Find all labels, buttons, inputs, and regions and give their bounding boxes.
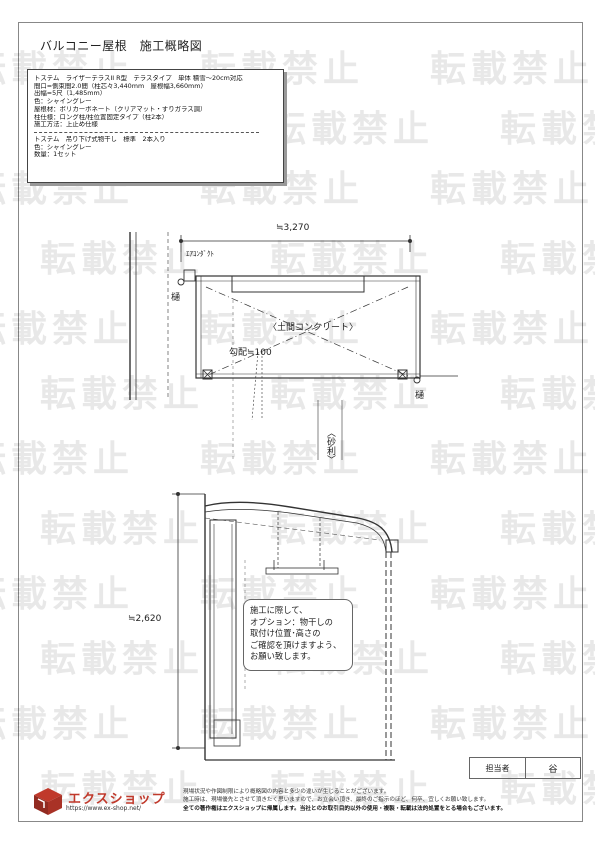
gutter-left-mark [177,278,185,286]
option-line: 数量：1セット [34,151,77,159]
spec-line: 出幅=5尺（1,485mm） [34,90,107,98]
spec-line: トステム ライザーテラスII R型 テラスタイプ 単体 積雪～20cm対応 [34,75,243,82]
note-line: ご確認を頂けますよう、 [250,639,342,650]
aircon-duct-box [183,269,196,282]
option-line: 色：シャイングレー [34,143,92,151]
company-logo: エクスショップ https://www.ex-shop.net/ [32,786,168,816]
signature-value: 谷 [548,764,558,775]
note-line: 施工に際して、 [250,605,308,615]
spec-line: 屋根材：ポリカーボネート（クリアマット・すりガラス調） [34,105,207,113]
page-title: バルコニー屋根 施工概略図 [40,39,203,53]
page-frame [18,22,583,822]
logo-url: https://www.ex-shop.net/ [66,805,142,812]
column-right [397,369,408,380]
slope-label: 勾配≒100 [229,348,272,358]
option-line: トステム 吊り下げ式物干し 標準 2本入り [34,135,166,143]
spec-divider [34,131,259,133]
gutter-right-label: 樋 [415,391,425,401]
top-gutter [231,275,365,293]
logo-name: エクスショップ [68,792,166,807]
spec-line: 間口=側束間2.0間（柱芯々3,440mm 屋根幅3,660mm） [34,82,207,90]
brace-line [205,286,409,377]
signature-label: 担当者 [470,758,526,778]
logo-box-icon [34,788,62,815]
spec-line: 施工方法：上止め仕様 [34,121,98,129]
dryer-bar [265,567,339,575]
spec-line: 柱仕様：ロング柱/柱位置固定タイプ（柱2本） [34,113,169,121]
column-left [202,369,213,380]
floor-label: 〈土間コンクリート〉 [268,323,359,333]
width-dimension-label: ≒3,270 [276,223,310,233]
note-line: お願い致します。 [250,651,316,661]
footer-notice: 現場状況や作図制限により概略図の内容と多少の違いが生じることがございます。 施工… [183,788,575,813]
notice-line: 全ての著作権はエクスショップに帰属します。当社とのお取引目的以外の使用・複製・転… [183,805,507,812]
elevation-roof [204,501,393,553]
slope-arrow [251,351,259,421]
notice-line: 現場状況や作図制限により概略図の内容と多少の違いが生じることがございます。 [183,789,390,795]
note-line: 取付け位置･高さの [250,628,321,638]
construction-note: 施工に際して、 オプション：物干しの 取付け位置･高さの ご確認を頂けますよう、… [243,599,353,671]
gutter-right-mark [413,376,421,384]
brace-line [205,286,409,377]
spec-line: 色：シャイングレー [34,98,92,106]
height-dimension-label: ≒2,620 [128,614,162,624]
elevation-window [209,519,237,739]
gravel-label: 〈砂利〉 [325,428,335,464]
notice-line: 施工時は、現場優先とさせて頂きたく思いますので、お立会い頂き、最終のご指示のほど… [183,797,490,804]
spec-box: トステム ライザーテラスII R型 テラスタイプ 単体 積雪～20cm対応 間口… [27,69,284,183]
gutter-left-label: 樋 [171,293,181,303]
signature-box: 担当者 谷 [469,757,581,779]
aircon-duct-label: ｴｱｺﾝﾀﾞｸﾄ [186,250,214,258]
note-line: オプション：物干しの [250,616,333,627]
